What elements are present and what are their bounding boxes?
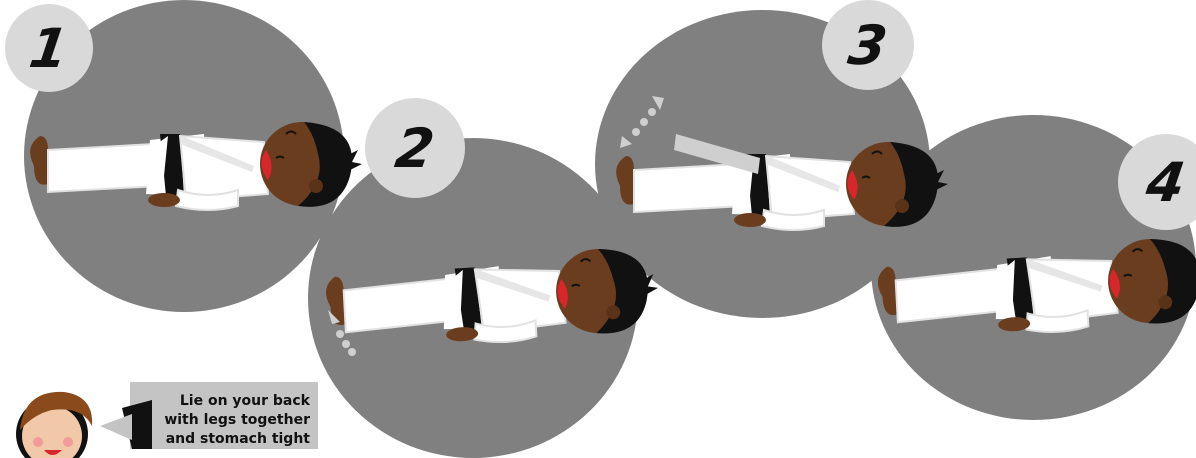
step-3-number: 3: [845, 14, 891, 77]
step-1-number: 1: [26, 17, 72, 80]
tip-text: Lie on your back with legs together and …: [164, 392, 310, 449]
kid-figure-step-1: [54, 156, 354, 256]
step-1-badge: 1: [5, 4, 93, 92]
kid-figure-step-4: [902, 286, 1196, 386]
kid-figure-step-2: [350, 296, 650, 396]
speech-pointer: [92, 400, 152, 449]
double-arrow-icon: [614, 94, 674, 154]
tip-speech-bubble: Lie on your back with legs together and …: [130, 382, 318, 449]
kid-figure-step-3: [640, 176, 940, 276]
up-arrow-icon: [318, 304, 368, 364]
step-4-number: 4: [1143, 151, 1189, 214]
step-2-badge: 2: [365, 98, 465, 198]
step-3-badge: 3: [822, 0, 914, 90]
step-2-number: 2: [392, 117, 438, 180]
